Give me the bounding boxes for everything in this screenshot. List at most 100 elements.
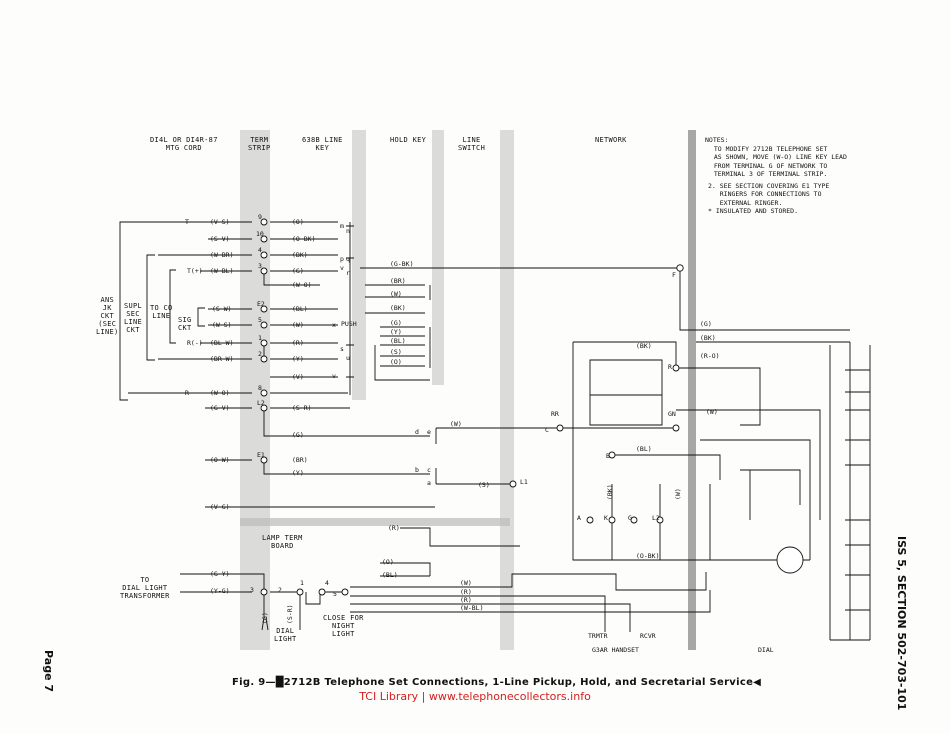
svg-text:G: G (628, 514, 632, 522)
svg-text:(BK): (BK) (390, 304, 406, 312)
svg-text:x: x (332, 321, 336, 329)
network-band (688, 130, 696, 650)
lamp-board-band (240, 518, 510, 526)
to-co-label: TO CO LINE (150, 304, 173, 320)
page-label: Page 7 (42, 650, 55, 693)
svg-text:(R): (R) (460, 588, 472, 596)
lead-tplus: T(+) (187, 267, 203, 275)
note-1: TO MODIFY 2712B TELEPHONE SET AS SHOWN, … (713, 145, 847, 179)
svg-text:RR: RR (551, 410, 559, 418)
svg-text:(BL): (BL) (636, 445, 652, 453)
note-3: * INSULATED AND STORED. (708, 207, 799, 215)
svg-text:B: B (606, 452, 610, 460)
svg-text:4: 4 (325, 579, 329, 587)
line-switch-heading: LINE SWITCH (458, 136, 486, 152)
svg-text:(G): (G) (261, 612, 269, 624)
svg-text:(BL): (BL) (390, 337, 406, 345)
close-for-label: CLOSE FOR NIGHT LIGHT (323, 614, 364, 638)
section-title: ISS 5, SECTION 502-703-101 (895, 536, 908, 711)
svg-text:(O): (O) (390, 358, 402, 366)
svg-text:(W-BL): (W-BL) (460, 604, 483, 612)
svg-text:v: v (340, 264, 344, 272)
terminal-3: 3 (258, 262, 262, 270)
terminal-5: 5 (258, 316, 262, 324)
svg-text:(G): (G) (390, 319, 402, 327)
sig-label: SIG CKT (178, 316, 192, 332)
svg-text:c: c (427, 466, 431, 474)
svg-text:L2: L2 (652, 514, 660, 522)
svg-text:(W): (W) (706, 408, 718, 416)
push-label: PUSH (341, 320, 357, 328)
svg-text:(S): (S) (390, 348, 402, 356)
svg-text:C: C (545, 426, 549, 434)
svg-text:1: 1 (300, 579, 304, 587)
svg-text:v: v (332, 372, 336, 380)
supl-label: SUPL SEC LINE CKT (124, 302, 143, 334)
svg-text:(G): (G) (700, 320, 712, 328)
terminal-1: 1 (258, 334, 262, 342)
terminal-10: 10 (256, 230, 264, 238)
svg-text:(W): (W) (460, 579, 472, 587)
key-lead-y2: (Y) (292, 469, 304, 477)
rcvr-label: RCVR (640, 632, 656, 640)
svg-text:(W): (W) (450, 420, 462, 428)
svg-text:n: n (346, 227, 350, 235)
svg-text:p: p (340, 255, 344, 263)
terminal-l2: L2 (257, 399, 265, 407)
terminal-9: 9 (258, 213, 262, 221)
svg-text:(G-BK): (G-BK) (390, 260, 413, 268)
dial-label: DIAL (758, 646, 774, 654)
line-key-heading: 638B LINE KEY (302, 136, 343, 152)
svg-text:(O): (O) (382, 558, 394, 566)
svg-text:F: F (672, 271, 676, 279)
svg-text:L1: L1 (520, 478, 528, 486)
notes-heading: NOTES: (705, 136, 729, 144)
svg-text:(R-O): (R-O) (700, 352, 720, 360)
svg-text:(Y): (Y) (390, 328, 402, 336)
footer-link[interactable]: TCI Library | www.telephonecollectors.in… (359, 690, 591, 703)
svg-text:(BK): (BK) (636, 342, 652, 350)
svg-text:(BL): (BL) (382, 571, 398, 579)
svg-text:(W): (W) (390, 290, 402, 298)
supl-bracket (146, 254, 155, 361)
svg-text:u: u (346, 354, 350, 362)
svg-text:(BK): (BK) (700, 334, 716, 342)
svg-text:(O-BK): (O-BK) (636, 552, 659, 560)
sig-bracket (197, 307, 205, 327)
svg-text:(W): (W) (674, 488, 682, 500)
line-key-band (352, 130, 366, 400)
trmtr-label: TRMTR (588, 632, 608, 640)
lamp-board-label: LAMP TERM BOARD (262, 534, 303, 550)
svg-text:m: m (340, 222, 344, 230)
terminal-4: 4 (258, 246, 262, 254)
svg-text:R: R (668, 363, 672, 371)
terminal-2: 2 (258, 350, 262, 358)
svg-text:b: b (415, 466, 419, 474)
to-dial-label: TO DIAL LIGHT TRANSFORMER (120, 576, 170, 600)
terminal-e1: E1 (257, 451, 265, 459)
svg-text:2: 2 (278, 586, 282, 594)
term-strip-heading: TERM STRIP (248, 136, 271, 152)
svg-text:5: 5 (333, 590, 337, 598)
lead-yg: (Y-G) (210, 587, 230, 595)
note-2: 2. SEE SECTION COVERING E1 TYPE RINGERS … (708, 182, 830, 207)
svg-text:(S): (S) (478, 481, 490, 489)
svg-text:d: d (415, 428, 419, 436)
svg-text:a: a (427, 479, 431, 487)
svg-text:3: 3 (250, 586, 254, 594)
svg-text:(BR): (BR) (390, 277, 406, 285)
svg-text:A: A (577, 514, 581, 522)
svg-text:(R): (R) (460, 596, 472, 604)
key-lead-br: (BR) (292, 456, 308, 464)
hold-key-heading: HOLD KEY (390, 136, 427, 144)
svg-text:r: r (346, 269, 350, 277)
ans-jk-bracket (119, 221, 128, 401)
svg-text:s: s (340, 345, 344, 353)
ans-jk-label: ANS JK CKT (SEC LINE) (96, 296, 119, 336)
dial-light-label: DIAL LIGHT (274, 627, 297, 643)
cord-heading: DI4L OR DI4R-87 MTG CORD (150, 136, 218, 152)
handset-label: G3AR HANDSET (592, 646, 639, 654)
svg-text:K: K (604, 514, 608, 522)
